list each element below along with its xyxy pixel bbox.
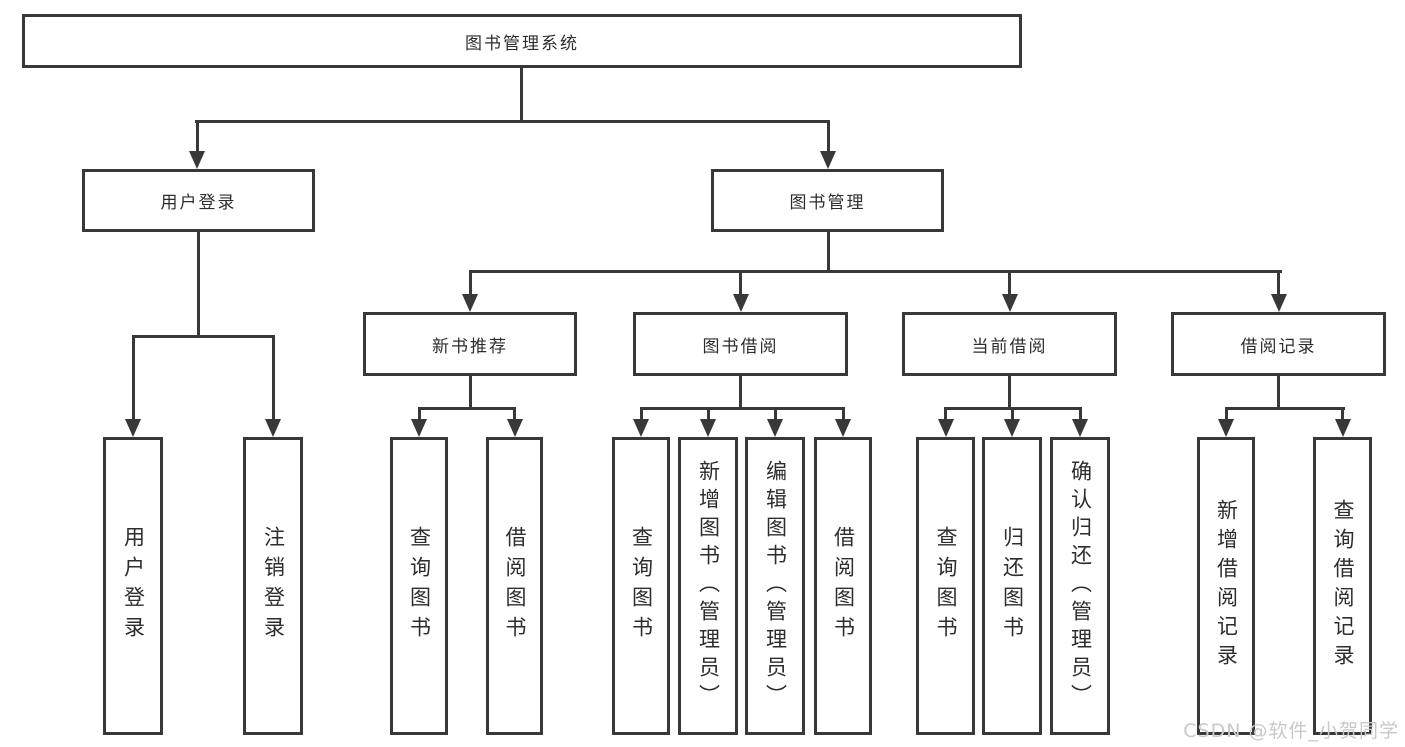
watermark-text: CSDN @软件_小贺同学 bbox=[1183, 720, 1399, 742]
leaf-label: 查询图书 bbox=[629, 526, 654, 646]
connector-vline bbox=[1008, 376, 1011, 407]
connector-vline bbox=[1277, 270, 1280, 296]
arrow-down-icon bbox=[1218, 419, 1234, 437]
arrow-down-icon bbox=[1001, 294, 1018, 312]
connector-vline bbox=[739, 270, 742, 296]
arrow-down-icon bbox=[820, 151, 836, 169]
connector-vline bbox=[773, 407, 777, 421]
connector-vline bbox=[417, 407, 421, 421]
node-borrow-records: 借阅记录 bbox=[1171, 312, 1386, 376]
connector-vline bbox=[826, 232, 830, 270]
connector-hline bbox=[195, 120, 830, 123]
leaf-user-login: 用户登录 bbox=[103, 437, 163, 735]
leaf-label: 编辑图书（管理员） bbox=[763, 460, 788, 712]
arrow-down-icon bbox=[732, 294, 749, 312]
node-user-login: 用户登录 bbox=[82, 169, 315, 232]
leaf-label: 查询图书 bbox=[407, 526, 432, 646]
leaf-label: 查询借阅记录 bbox=[1331, 499, 1355, 673]
arrow-down-icon bbox=[835, 419, 851, 437]
connector-vline bbox=[131, 335, 135, 421]
leaf-label: 注销登录 bbox=[261, 526, 286, 646]
connector-vline bbox=[513, 407, 516, 421]
connector-vline bbox=[826, 120, 830, 153]
connector-vline bbox=[197, 232, 200, 335]
leaf-logout: 注销登录 bbox=[243, 437, 303, 735]
connector-vline bbox=[841, 407, 845, 421]
leaf-query-books-3: 查询图书 bbox=[916, 437, 975, 735]
leaf-label: 归还图书 bbox=[1000, 526, 1025, 646]
arrow-down-icon bbox=[1270, 294, 1287, 312]
arrow-down-icon bbox=[462, 294, 478, 312]
leaf-return-book: 归还图书 bbox=[982, 437, 1042, 735]
leaf-label: 新增图书（管理员） bbox=[696, 460, 721, 712]
leaf-label: 借阅图书 bbox=[503, 526, 527, 646]
connector-vline bbox=[520, 68, 523, 120]
connector-vline bbox=[1008, 270, 1011, 296]
connector-vline bbox=[739, 376, 742, 407]
connector-vline bbox=[1078, 407, 1082, 421]
connector-vline bbox=[1224, 407, 1228, 421]
arrow-down-icon bbox=[506, 419, 523, 437]
connector-vline bbox=[468, 376, 472, 407]
arrow-down-icon bbox=[700, 419, 716, 437]
node-book-borrow: 图书借阅 bbox=[633, 312, 848, 376]
connector-vline bbox=[468, 270, 472, 296]
arrow-down-icon bbox=[189, 151, 205, 169]
arrow-down-icon bbox=[767, 419, 783, 437]
arrow-down-icon bbox=[265, 419, 281, 437]
connector-vline bbox=[1010, 407, 1014, 421]
arrow-down-icon bbox=[411, 419, 427, 437]
node-library-system: 图书管理系统 bbox=[22, 14, 1022, 68]
leaf-query-borrow-record: 查询借阅记录 bbox=[1313, 437, 1372, 735]
arrow-down-icon bbox=[1334, 419, 1351, 437]
connector-hline bbox=[639, 407, 845, 410]
connector-vline bbox=[1341, 407, 1344, 421]
connector-vline bbox=[271, 335, 275, 421]
leaf-label: 用户登录 bbox=[121, 526, 146, 646]
node-book-management: 图书管理 bbox=[711, 169, 944, 232]
leaf-confirm-return-admin: 确认归还（管理员） bbox=[1050, 437, 1110, 735]
connector-vline bbox=[195, 120, 199, 153]
connector-hline bbox=[417, 407, 516, 410]
node-new-book-recommend: 新书推荐 bbox=[363, 312, 577, 376]
node-label: 用户登录 bbox=[160, 193, 237, 213]
node-label: 图书借阅 bbox=[702, 336, 779, 357]
leaf-borrow-books-2: 借阅图书 bbox=[814, 437, 872, 735]
node-label: 借阅记录 bbox=[1240, 336, 1317, 357]
arrow-down-icon bbox=[633, 419, 649, 437]
node-label: 图书管理系统 bbox=[465, 33, 579, 54]
node-label: 新书推荐 bbox=[432, 336, 508, 357]
arrow-down-icon bbox=[125, 419, 141, 437]
leaf-label: 确认归还（管理员） bbox=[1068, 460, 1093, 712]
node-label: 当前借阅 bbox=[971, 336, 1048, 357]
node-current-borrow: 当前借阅 bbox=[902, 312, 1117, 376]
arrow-down-icon bbox=[1072, 419, 1088, 437]
connector-vline bbox=[706, 407, 710, 421]
leaf-label: 新增借阅记录 bbox=[1214, 499, 1239, 673]
connector-vline bbox=[944, 407, 947, 421]
arrow-down-icon bbox=[1004, 419, 1020, 437]
leaf-add-borrow-record: 新增借阅记录 bbox=[1197, 437, 1255, 735]
leaf-borrow-books-1: 借阅图书 bbox=[486, 437, 543, 735]
leaf-label: 查询图书 bbox=[934, 526, 958, 646]
connector-hline bbox=[131, 335, 275, 338]
connector-vline bbox=[639, 407, 643, 421]
connector-vline bbox=[1277, 376, 1280, 407]
leaf-edit-book-admin: 编辑图书（管理员） bbox=[745, 437, 805, 735]
leaf-add-book-admin: 新增图书（管理员） bbox=[678, 437, 738, 735]
connector-hline bbox=[1224, 407, 1345, 410]
node-label: 图书管理 bbox=[789, 193, 866, 213]
arrow-down-icon bbox=[937, 419, 954, 437]
connector-hline bbox=[468, 270, 1282, 273]
leaf-query-books-1: 查询图书 bbox=[390, 437, 448, 735]
leaf-query-books-2: 查询图书 bbox=[612, 437, 670, 735]
leaf-label: 借阅图书 bbox=[831, 526, 856, 646]
